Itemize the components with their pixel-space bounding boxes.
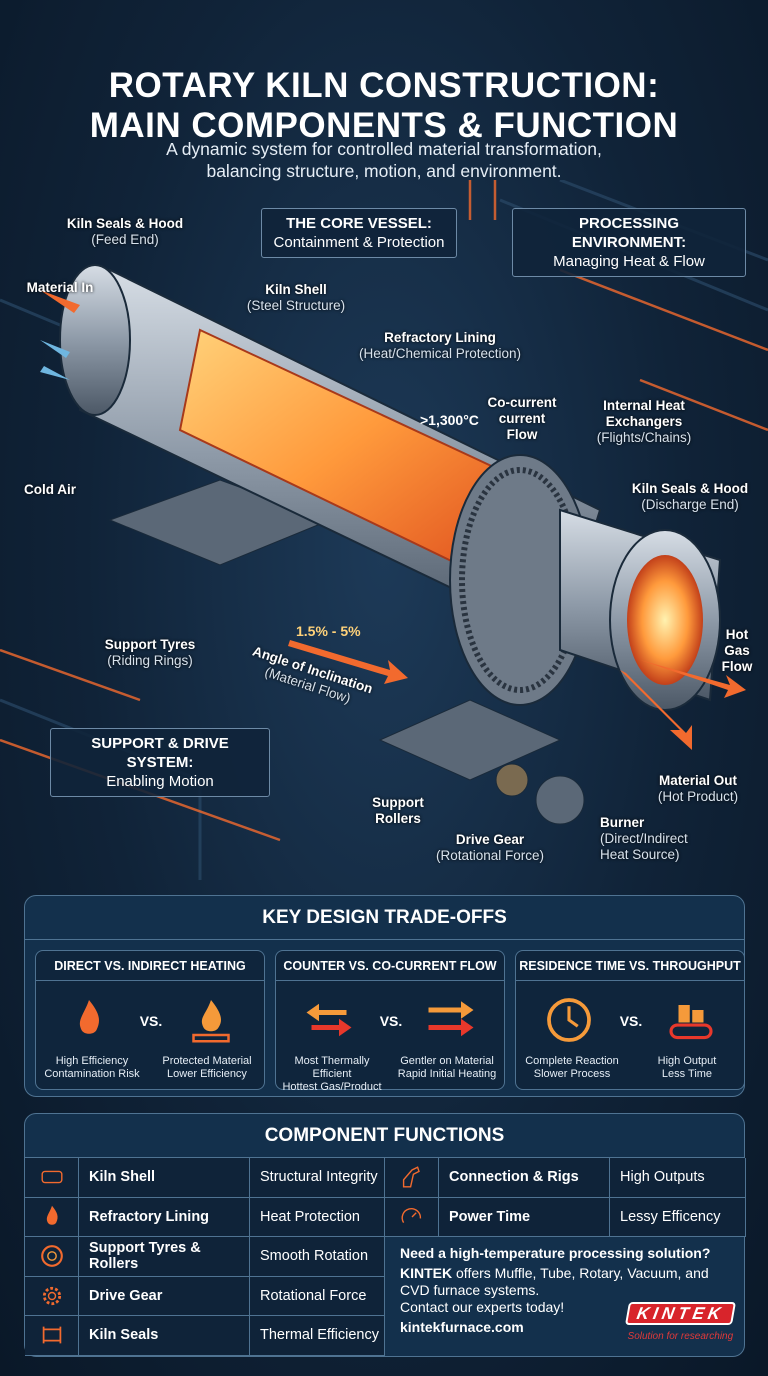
functions-panel: COMPONENT FUNCTIONS Kiln Shell Structura… [24,1113,746,1357]
component-name: Refractory Lining [79,1197,250,1237]
function-icon-cell [25,1197,79,1237]
gear-icon [42,1286,61,1305]
cta-question: Need a high-temperature processing solut… [400,1245,711,1261]
tradeoff-card: DIRECT VS. INDIRECT HEATING VS. High Eff… [35,950,265,1090]
function-icon-cell [25,1276,79,1316]
function-icon-cell [385,1158,439,1198]
component-name: Power Time [439,1197,610,1237]
functions-title: COMPONENT FUNCTIONS [25,1114,744,1158]
cta-body: KINTEK offers Muffle, Tube, Rotary, Vacu… [400,1265,709,1281]
subtitle: A dynamic system for controlled material… [166,139,602,181]
angle-value: 1.5% - 5% [296,623,361,639]
component-name: Kiln Seals [79,1316,250,1356]
component-function: Smooth Rotation [250,1237,385,1277]
component-function: Rotational Force [250,1276,385,1316]
function-icon-cell [385,1197,439,1237]
tradeoff-card: RESIDENCE TIME VS. THROUGHPUT VS. Comple… [515,950,745,1090]
clock-icon [547,998,591,1042]
component-function: High Outputs [610,1158,746,1198]
connection-icon [402,1166,420,1188]
flame-icon [79,1000,99,1034]
seal-icon [42,1326,61,1344]
support-drive-box: SUPPORT & DRIVE SYSTEM:Enabling Motion [50,728,270,797]
label-material-out: Material Out(Hot Product) [657,773,739,804]
kiln-illustration: >1,300°C 1.5% - 5% [0,180,768,880]
cta-body2: CVD furnace systems. [400,1282,540,1298]
component-name: Support Tyres & Rollers [79,1237,250,1277]
label-support-tyres: Support Tyres(Riding Rings) [104,637,196,668]
label-support-rollers: Support Rollers [372,795,424,826]
function-icon-cell [25,1316,79,1356]
label-material-in: Material In [26,280,94,295]
conveyor-icon [669,1005,713,1040]
label-refractory: Refractory Lining(Heat/Chemical Protecti… [358,330,522,361]
label-seals-discharge: Kiln Seals & Hood(Discharge End) [631,481,749,512]
flame-icon [46,1205,58,1225]
component-function: Structural Integrity [250,1158,385,1198]
tradeoffs-panel: KEY DESIGN TRADE-OFFS DIRECT VS. INDIREC… [24,895,745,1097]
gauge-icon [401,1207,421,1223]
component-name: Connection & Rigs [439,1158,610,1198]
parallel-arrows-icon [428,1001,474,1037]
function-icon-cell [25,1158,79,1198]
label-heat-exchangers: Internal Heat Exchangers(Flights/Chains) [596,398,692,445]
label-burner: Burner(Direct/Indirect Heat Source) [600,815,688,862]
component-name: Drive Gear [79,1276,250,1316]
label-kiln-shell: Kiln Shell(Steel Structure) [246,282,346,313]
label-drive-gear: Drive Gear(Rotational Force) [435,832,545,863]
cta-block: Need a high-temperature processing solut… [386,1237,744,1355]
tradeoffs-title: KEY DESIGN TRADE-OFFS [25,896,744,940]
website-link[interactable]: kintekfurnace.com [400,1319,524,1335]
indirect-flame-icon [192,1000,230,1043]
temperature-label: >1,300°C [420,412,479,428]
kiln-shell-icon [41,1170,62,1184]
processing-environment-box: PROCESSING ENVIRONMENT:Managing Heat & F… [512,208,746,277]
cta-contact: Contact our experts today! [400,1299,565,1315]
component-function: Lessy Efficency [610,1197,746,1237]
function-icon-cell [25,1237,79,1277]
component-name: Kiln Shell [79,1158,250,1198]
label-cold-air: Cold Air [24,482,76,497]
label-cocurrent: Co-current current Flow [487,395,557,442]
tradeoff-card: COUNTER VS. CO-CURRENT FLOW VS. Most The… [275,950,505,1093]
label-hot-gas: Hot Gas Flow [721,627,753,674]
component-function: Thermal Efficiency [250,1316,385,1356]
core-vessel-box: THE CORE VESSEL:Containment & Protection [261,208,457,258]
bearing-icon [40,1245,63,1268]
counter-arrows-icon [306,1003,352,1037]
page-title: ROTARY KILN CONSTRUCTION:MAIN COMPONENTS… [89,66,679,145]
label-seals-feed: Kiln Seals & Hood(Feed End) [66,216,184,247]
component-function: Heat Protection [250,1197,385,1237]
